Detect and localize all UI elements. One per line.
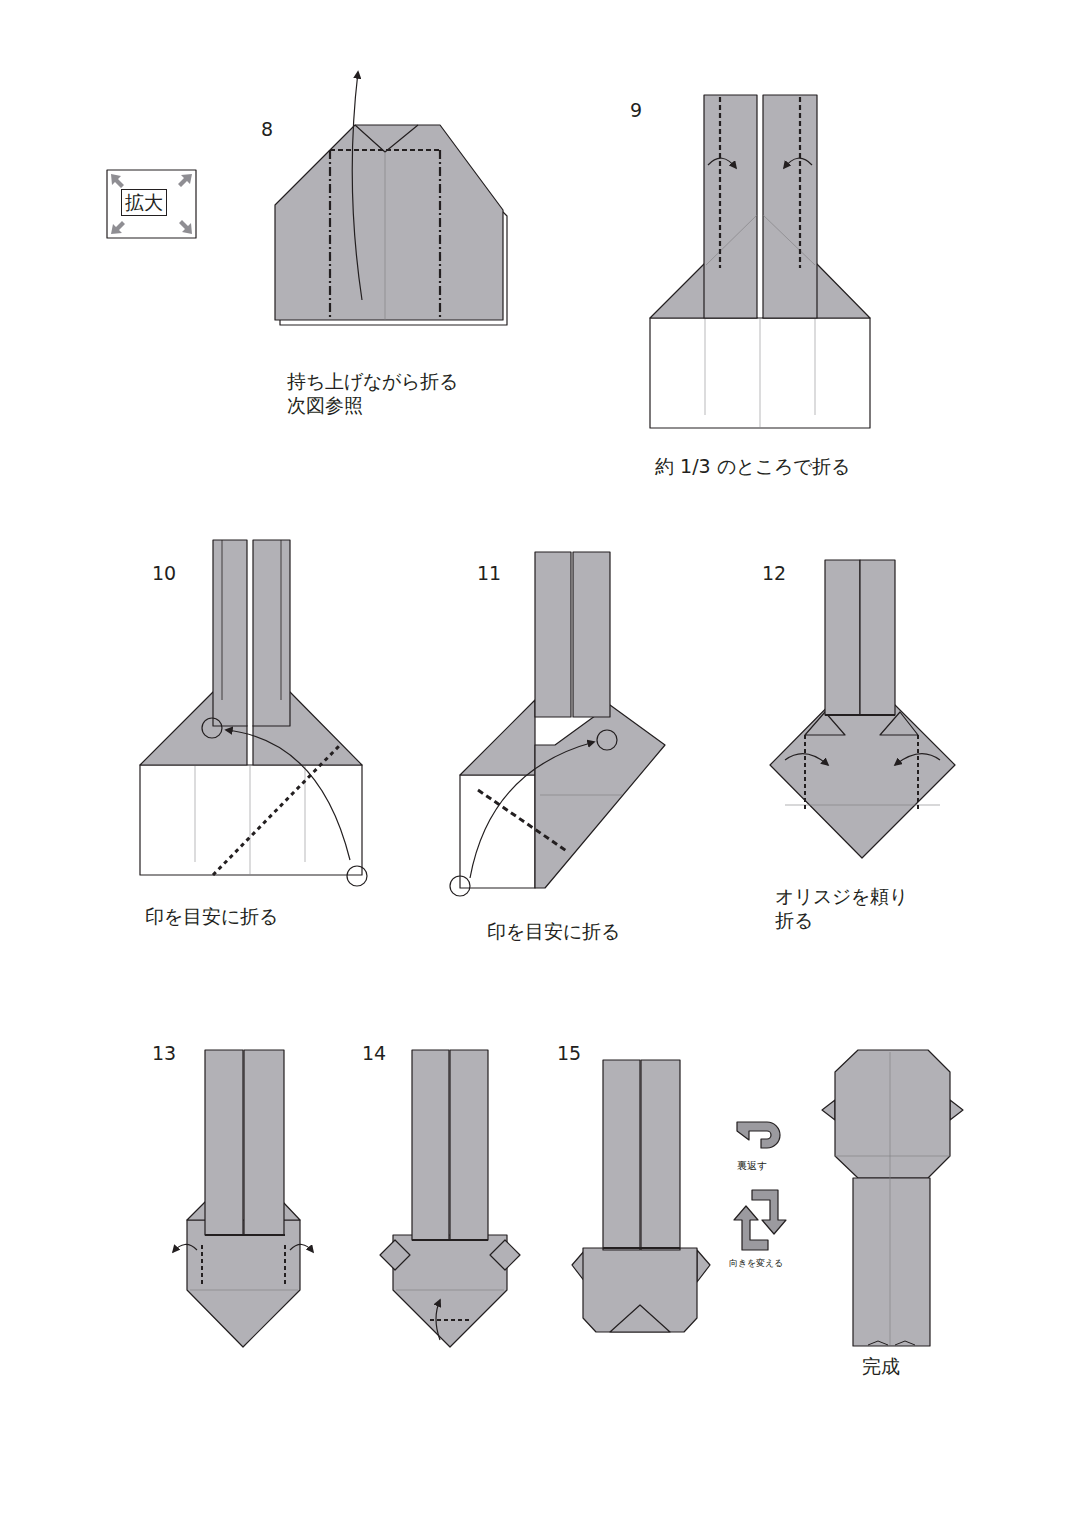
caption: 裏返す bbox=[737, 1160, 767, 1173]
step-number: 13 bbox=[152, 1042, 176, 1066]
caption: 印を目安に折る bbox=[145, 905, 278, 929]
step-number: 11 bbox=[477, 562, 501, 586]
step-number: 9 bbox=[630, 99, 642, 123]
caption: 完成 bbox=[862, 1355, 900, 1379]
caption: 持ち上げながら折る 次図参照 bbox=[287, 370, 483, 418]
step-number: 10 bbox=[152, 562, 176, 586]
caption: オリスジを頼り 折る bbox=[775, 885, 950, 933]
enlarge-symbol: 拡大 bbox=[121, 189, 167, 216]
caption: 約 1/3 のところで折る bbox=[655, 455, 850, 479]
step-number: 8 bbox=[261, 118, 273, 142]
step-number: 15 bbox=[557, 1042, 581, 1066]
step-number: 12 bbox=[762, 562, 786, 586]
caption: 向きを変える bbox=[729, 1258, 783, 1269]
symbol-text: 拡大 bbox=[125, 191, 163, 214]
step-number: 14 bbox=[362, 1042, 386, 1066]
caption: 印を目安に折る bbox=[487, 920, 620, 944]
